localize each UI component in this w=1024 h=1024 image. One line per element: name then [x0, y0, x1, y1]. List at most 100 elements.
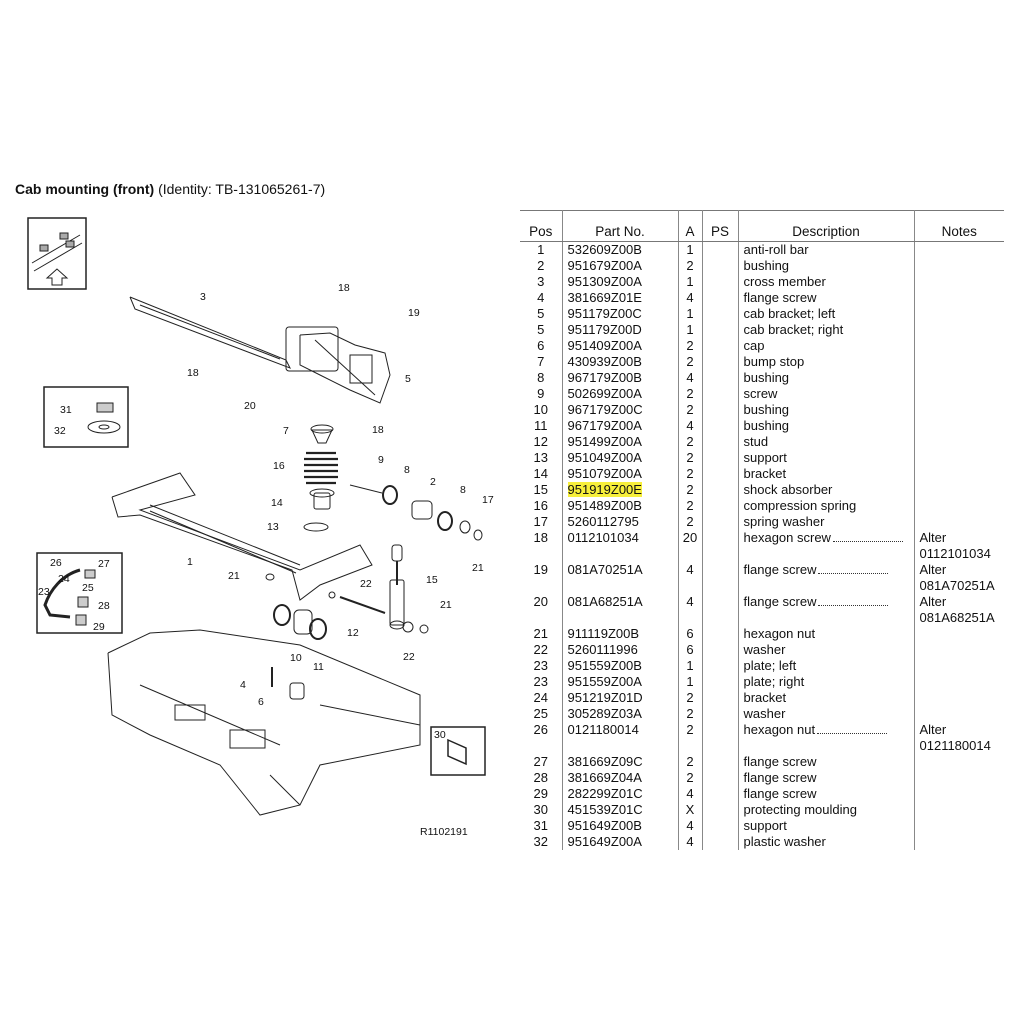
part-number[interactable]: 951559Z00B — [567, 658, 642, 673]
part-number[interactable]: 967179Z00C — [567, 402, 643, 417]
part-number[interactable]: 951499Z00A — [567, 434, 642, 449]
part-number[interactable]: 5260111996 — [567, 642, 638, 657]
row-notes — [913, 802, 1004, 818]
part-number[interactable]: 0112101034 — [567, 530, 639, 545]
part-number[interactable]: 081A68251A — [567, 594, 643, 609]
part-number[interactable]: 532609Z00B — [567, 242, 642, 257]
note-label: Alter — [919, 530, 947, 545]
part-number[interactable]: 951049Z00A — [567, 450, 642, 465]
cross-member-drawing — [129, 296, 391, 404]
row-part-no: 381669Z04A — [561, 770, 678, 786]
part-number[interactable]: 451539Z01C — [567, 802, 643, 817]
part-number[interactable]: 282299Z01C — [567, 786, 643, 801]
callout: 11 — [313, 661, 324, 673]
row-ps — [701, 402, 738, 418]
row-ps — [701, 354, 738, 370]
part-number[interactable]: 951219Z01D — [567, 690, 643, 705]
row-pos: 24 — [533, 690, 548, 705]
exploded-parts-diagram: 3 18 19 18 5 20 18 7 31 32 16 9 8 2 8 17… — [27, 217, 494, 838]
row-ps — [701, 818, 738, 834]
row-notes — [913, 754, 1004, 770]
row-amount: X — [677, 802, 702, 818]
note-alt-part[interactable]: 081A70251A — [919, 578, 995, 593]
part-number[interactable]: 5260112795 — [567, 514, 639, 529]
part-number[interactable]: 951409Z00A — [567, 338, 642, 353]
row-part-no: 5260111996 — [561, 642, 678, 658]
part-number[interactable]: 430939Z00B — [567, 354, 642, 369]
part-number[interactable]: 381669Z09C — [567, 754, 643, 769]
part-number[interactable]: 951179Z00C — [567, 306, 642, 321]
part-number[interactable]: 951559Z00A — [567, 674, 642, 689]
part-number[interactable]: 081A70251A — [567, 562, 643, 577]
part-number[interactable]: 967179Z00B — [567, 370, 642, 385]
row-description: washer — [737, 706, 914, 722]
row-part-no: 967179Z00A — [561, 418, 678, 434]
part-number[interactable]: 305289Z03A — [567, 706, 642, 721]
row-amount: 2 — [677, 434, 702, 450]
part-number[interactable]: 951179Z00D — [567, 322, 642, 337]
part-number[interactable]: 951679Z00A — [567, 258, 642, 273]
callout: 27 — [98, 558, 110, 570]
part-number[interactable]: 967179Z00A — [567, 418, 642, 433]
description-text: bump stop — [743, 354, 805, 369]
row-amount: 6 — [677, 642, 702, 658]
row-description: spring washer — [737, 514, 914, 530]
navigation-thumbnail[interactable] — [27, 217, 87, 290]
part-number[interactable]: 502699Z00A — [567, 386, 642, 401]
row-pos: 23 — [533, 658, 548, 673]
part-number[interactable]: 951489Z00B — [567, 498, 642, 513]
part-number[interactable]: 0121180014 — [567, 722, 639, 737]
row-ps — [701, 306, 738, 322]
part-number[interactable]: 951919Z00E — [567, 482, 642, 497]
part-number[interactable]: 381669Z01E — [567, 290, 642, 305]
part-number[interactable]: 381669Z04A — [567, 770, 642, 785]
description-text: cab bracket; left — [743, 306, 836, 321]
part-number[interactable]: 951649Z00A — [567, 834, 642, 849]
part-number[interactable]: 951309Z00A — [567, 274, 642, 289]
row-part-no: 951489Z00B — [561, 498, 678, 514]
row-part-no: 951049Z00A — [561, 450, 678, 466]
note-alt-part[interactable]: 081A68251A — [919, 610, 995, 625]
part-number[interactable]: 951649Z00B — [567, 818, 642, 833]
description-text: washer — [743, 706, 786, 721]
note-alt-part[interactable]: 0121180014 — [919, 738, 991, 753]
part-number[interactable]: 951079Z00A — [567, 466, 642, 481]
note-alt-part[interactable]: 0112101034 — [919, 546, 991, 561]
part-number[interactable]: 911119Z00B — [567, 626, 640, 641]
